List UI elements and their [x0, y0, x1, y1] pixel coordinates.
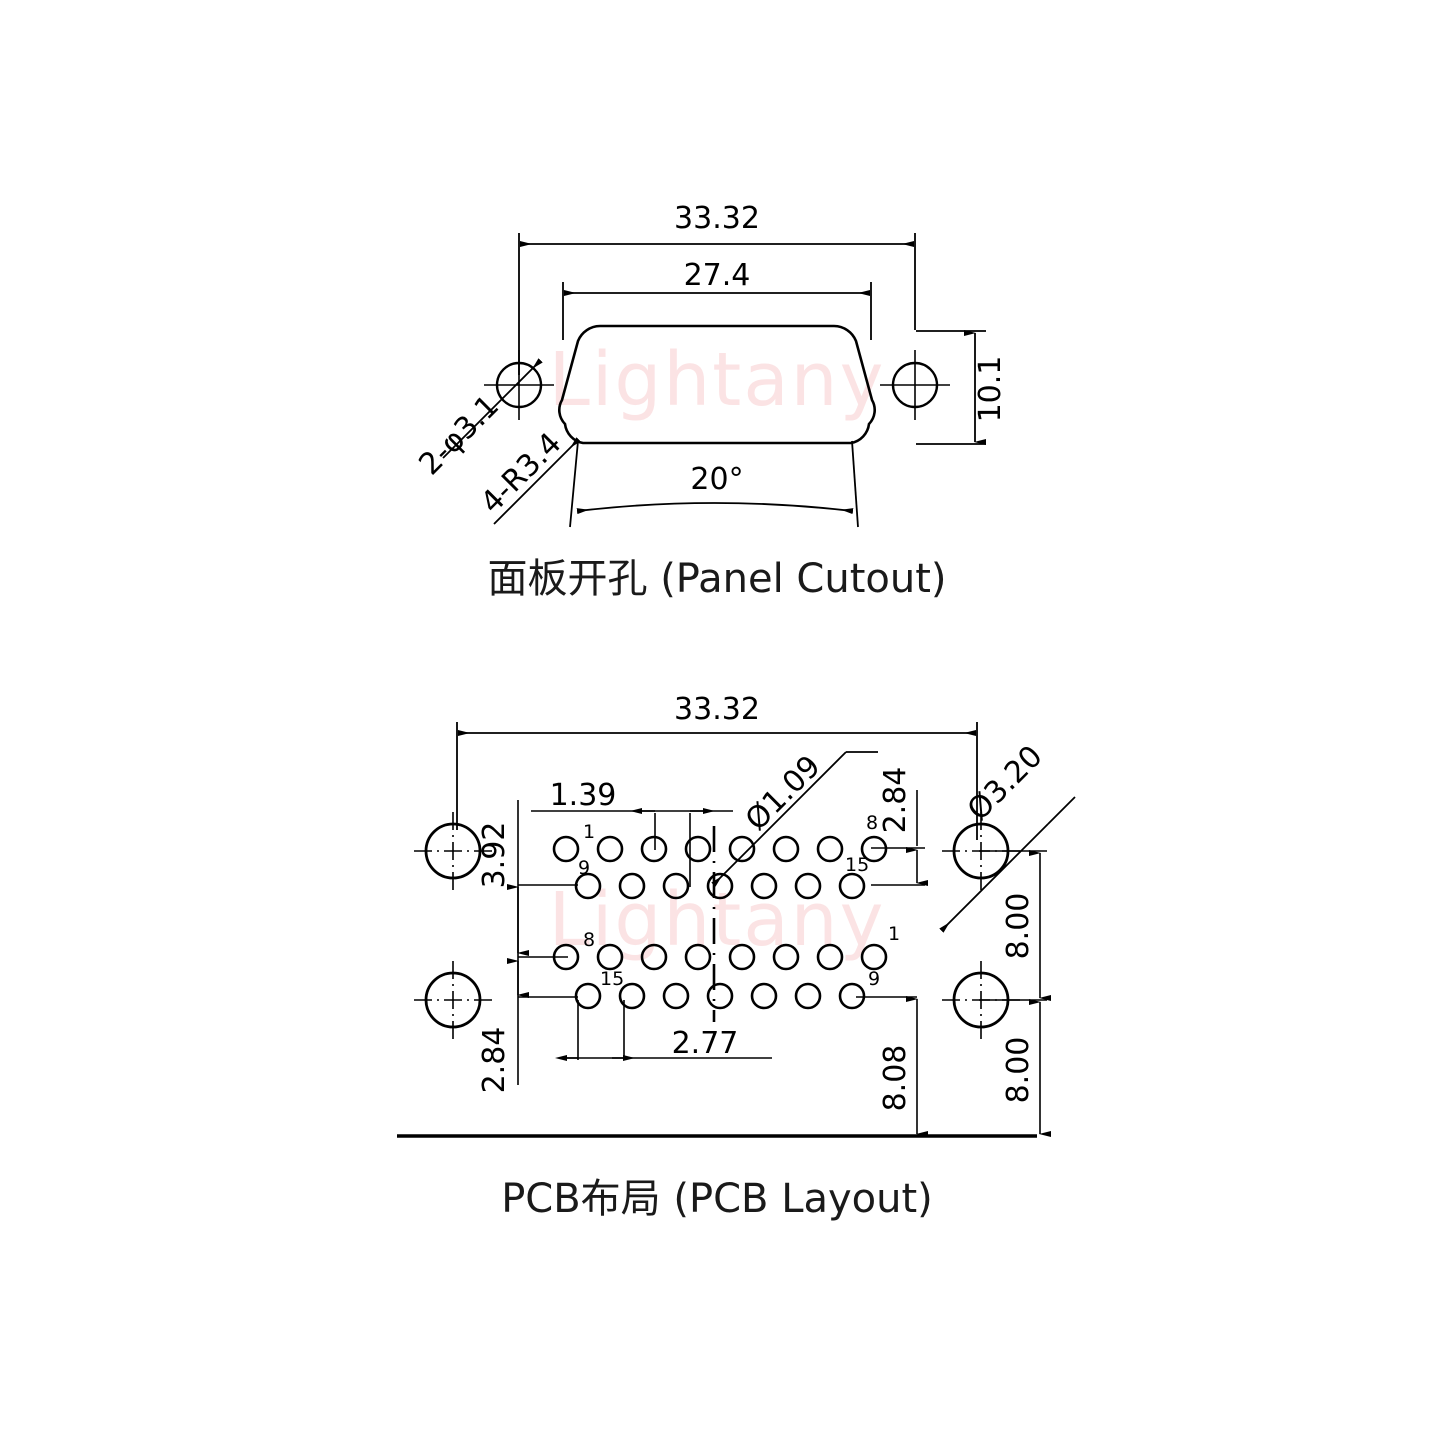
pcb-pin-row-2: [574, 872, 866, 900]
dim-10-1-panel: [916, 330, 986, 445]
dim-text-mount-to-edge-2: 8.00: [1001, 1037, 1036, 1104]
dim-27-4-panel: [562, 282, 872, 340]
pcb-mount-hole-top-left: [414, 812, 492, 890]
dim-text-cutout-width: 27.4: [684, 258, 751, 293]
dim-text-pitch-x-bottom: 2.77: [672, 1026, 739, 1061]
pcb-layout-caption: PCB布局 (PCB Layout): [501, 1176, 933, 1222]
panel-mount-hole-left: [484, 350, 554, 420]
dim-text-pin-hole-dia: Ø1.09: [739, 749, 828, 838]
pin-label-row3-start: 8: [583, 929, 595, 951]
dim-text-pin-to-edge: 8.08: [878, 1045, 913, 1112]
pcb-mount-hole-top-right: [942, 812, 1020, 890]
dim-text-pitch-x-top: 1.39: [550, 778, 617, 813]
pin-label-row4-start: 15: [600, 968, 624, 990]
dim-2-77: [555, 1000, 772, 1061]
pcb-pin-number-labels: 1 8 9 15 8 1 15 9: [578, 812, 900, 990]
pcb-pin-row-4: [574, 982, 866, 1010]
pcb-layout-view: [397, 722, 1076, 1138]
pcb-dimension-texts: 33.32 1.39 2.77 3.92 2.84 2.84 Ø1.09 Ø3.…: [477, 692, 1050, 1111]
watermark-text: Lightany: [549, 877, 886, 963]
pcb-mount-hole-bottom-left: [414, 961, 492, 1039]
pin-label-row2-end: 15: [845, 854, 869, 876]
dim-text-mount-holes: 2-φ3.1: [412, 388, 506, 482]
watermark-pcb: Lightany: [549, 877, 886, 963]
leader-phi3-20: [939, 796, 1076, 933]
watermark-panel: Lightany: [549, 337, 886, 423]
dim-text-row-gap-right: 2.84: [878, 767, 913, 834]
pin-label-row1-end: 8: [866, 812, 878, 834]
dim-text-side-angle: 20°: [690, 462, 743, 497]
watermark-text: Lightany: [549, 337, 886, 423]
panel-cutout-caption: 面板开孔 (Panel Cutout): [487, 556, 946, 602]
panel-cutout-view: [442, 233, 986, 528]
dim-2-84-right: [871, 790, 928, 886]
angle-flank-left: [569, 440, 579, 528]
dim-text-corner-radius: 4-R3.4: [474, 426, 568, 520]
dim-text-row-offset-bottom: 2.84: [477, 1027, 512, 1094]
pcb-pin-row-3: [552, 943, 888, 971]
pcb-pin-row-1: [552, 835, 888, 863]
dim-text-mount-to-edge-1: 8.00: [1001, 893, 1036, 960]
dim-text-cutout-height: 10.1: [973, 356, 1008, 423]
dim-text-mount-hole-dia: Ø3.20: [961, 739, 1050, 828]
pin-label-row2-start: 9: [578, 857, 590, 879]
dim-text-overall-width: 33.32: [674, 201, 760, 236]
pcb-mount-hole-bottom-right: [942, 961, 1020, 1039]
panel-cutout-outline: [558, 324, 876, 445]
dim-text-row-offset-top: 3.92: [477, 822, 512, 889]
dim-text-pcb-overall-width: 33.32: [674, 692, 760, 727]
panel-mount-hole-right: [880, 350, 950, 420]
pin-label-row1-start: 1: [583, 821, 595, 843]
leader-phi1-09: [711, 751, 878, 887]
dim-1-39: [531, 808, 733, 887]
pin-label-row4-end: 9: [868, 968, 880, 990]
pin-label-row3-end: 1: [888, 923, 900, 945]
leader-4-r3-4: [493, 437, 581, 525]
dim-8-08: [856, 996, 928, 1137]
leader-2-phi3-1: [442, 358, 543, 459]
dim-33-32-pcb: [456, 722, 978, 840]
angle-arc-20deg: [576, 502, 854, 515]
angle-flank-right: [851, 440, 859, 528]
